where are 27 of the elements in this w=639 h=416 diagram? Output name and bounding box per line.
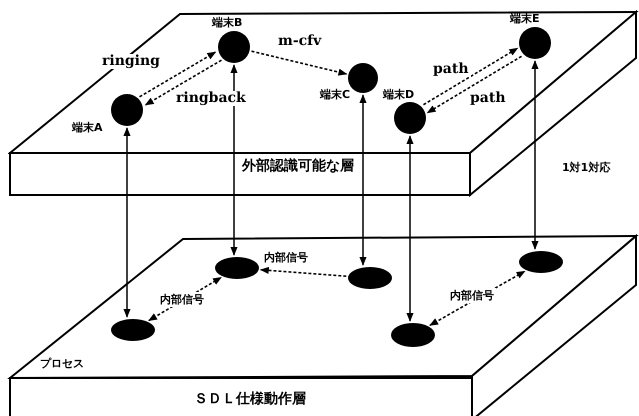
edge-label: 内部信号 (262, 250, 310, 265)
terminal-label: 端末D (383, 88, 414, 101)
edge-label: 内部信号 (448, 288, 496, 303)
terminal-label: 端末A (72, 121, 103, 134)
arrow (426, 56, 522, 114)
edge-label: ringback (174, 91, 248, 106)
terminal-label: 端末B (212, 16, 242, 29)
arrow (423, 48, 518, 106)
arrow (260, 266, 346, 278)
edge-label: path (431, 62, 471, 77)
edge-label: ringing (100, 54, 162, 69)
layer-title: 外部認識可能な層 (242, 157, 354, 175)
edge-label: 内部信号 (158, 292, 206, 307)
arrow (251, 50, 348, 76)
edge-label: path (468, 91, 508, 106)
arrow (230, 64, 238, 256)
terminal-label: 端末E (510, 12, 540, 25)
terminal-label: 端末C (320, 88, 350, 101)
layer-title: ＳＤＬ仕様動作層 (193, 390, 307, 408)
arrow (406, 135, 414, 322)
layer-label: プロセス (40, 357, 84, 370)
arrow (139, 51, 216, 98)
arrow (531, 60, 539, 250)
note-label: 1対1対応 (562, 161, 610, 174)
arrow (144, 59, 222, 106)
arrow (359, 94, 367, 266)
arrow (123, 127, 131, 318)
